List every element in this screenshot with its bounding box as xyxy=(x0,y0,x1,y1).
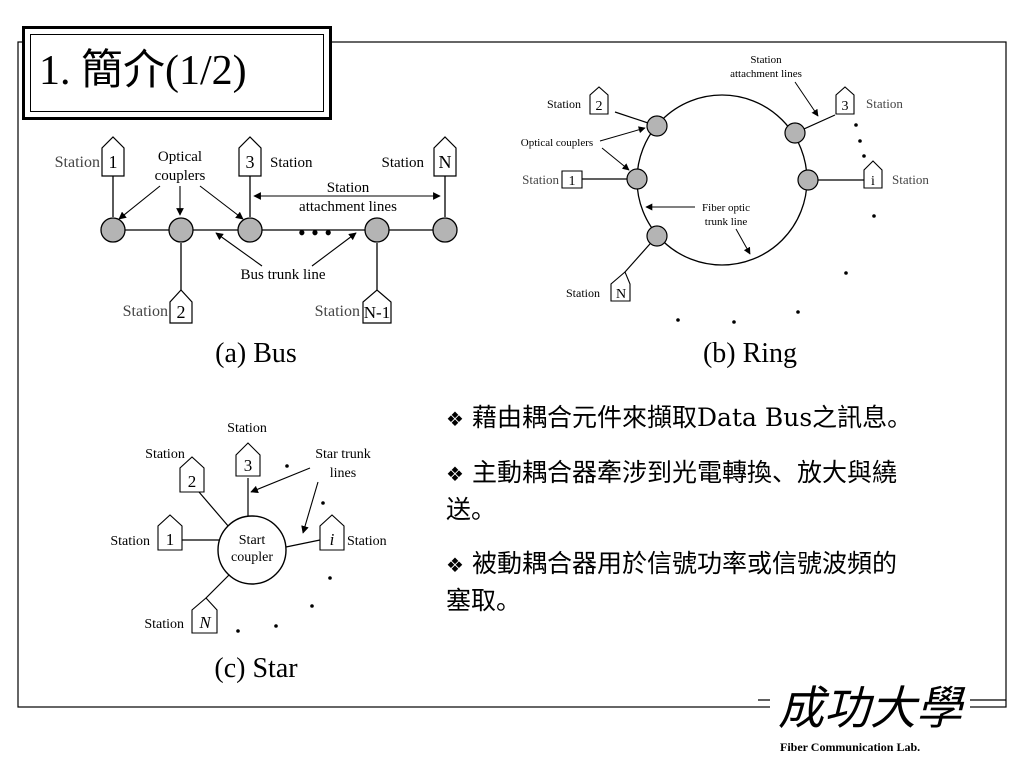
star-tag-label-2: 2 xyxy=(188,472,197,491)
ring-coupler-3 xyxy=(784,122,806,144)
star-station-word-2: Station xyxy=(145,447,185,462)
bus-station-word-2: Station xyxy=(123,303,168,320)
bus-trunk-label: Bus trunk line xyxy=(241,267,326,283)
ring-ellipsis-dots xyxy=(676,123,876,324)
ring-station-tag-1 xyxy=(561,170,583,189)
slide-frame xyxy=(17,41,1007,708)
star-station-word-n: Station xyxy=(144,617,184,632)
ring-station-tag-3 xyxy=(835,86,855,115)
title-inner-border xyxy=(30,34,324,112)
bus-coupler-n1 xyxy=(364,217,390,243)
star-station-tag-i xyxy=(319,514,345,551)
ring-tag-label-3: 3 xyxy=(842,99,849,114)
bus-coupler-n xyxy=(432,217,458,243)
bus-tag-label-n: N xyxy=(439,152,452,172)
bus-station-tag-2 xyxy=(169,289,193,324)
bus-station-tag-n xyxy=(433,136,457,177)
star-tag-label-3: 3 xyxy=(244,456,253,475)
bus-station-word-n: Station xyxy=(381,155,424,171)
ring-attach-label-2: attachment lines xyxy=(730,68,802,80)
ring-tag-label-n: N xyxy=(616,287,626,302)
ring-fiber-label-2: trunk line xyxy=(705,216,748,228)
ring-tag-label-i: i xyxy=(871,174,875,189)
ring-optical-label: Optical couplers xyxy=(521,137,593,149)
title-box: 1. 簡介(1/2) xyxy=(22,26,332,120)
bus-diagram: 1 3 N 2 N-1 Station Station Station Stat… xyxy=(55,136,458,369)
bus-tag-label-n1: N-1 xyxy=(364,303,390,322)
star-caption: (c) Star xyxy=(214,653,298,684)
bullet-list: ❖藉由耦合元件來擷取Data Bus之訊息。 ❖主動耦合器牽涉到光電轉換、放大與… xyxy=(446,400,916,637)
star-station-word-1: Station xyxy=(110,534,150,549)
bus-station-word-3: Station xyxy=(270,155,313,171)
bullet-text-1: 藉由耦合元件來擷取Data Bus之訊息。 xyxy=(472,403,913,432)
bus-coupler-3 xyxy=(237,217,263,243)
ring-coupler-1 xyxy=(626,168,648,190)
star-tag-label-n: N xyxy=(198,613,212,632)
ring-tag-label-1: 1 xyxy=(569,174,576,189)
star-diagram: Start coupler 3 2 1 i N Station Station … xyxy=(110,421,386,684)
ring-station-word-1: Station xyxy=(522,172,559,187)
star-coupler-label-1: Start xyxy=(239,533,266,548)
star-station-word-3: Station xyxy=(227,421,267,436)
star-station-tag-n xyxy=(191,597,218,634)
bus-caption: (a) Bus xyxy=(215,338,297,369)
bus-station-tag-1 xyxy=(101,136,125,177)
bus-tag-label-3: 3 xyxy=(246,152,255,172)
ring-attach-label-1: Station xyxy=(750,54,782,66)
star-station-tag-3 xyxy=(235,442,261,477)
bus-tag-label-2: 2 xyxy=(177,302,186,322)
star-ellipsis-dots xyxy=(236,464,332,633)
bus-optical-label-2: couplers xyxy=(155,168,206,184)
ring-station-tag-n xyxy=(610,271,631,302)
ring-station-tag-i xyxy=(863,160,883,189)
star-station-tag-1 xyxy=(157,514,183,551)
bus-ellipsis: • • • xyxy=(298,220,332,245)
star-station-word-i: Station xyxy=(347,534,387,549)
ring-station-word-3: Station xyxy=(866,96,903,111)
university-logo: 成功大學 xyxy=(758,668,1006,735)
bullet-item-3: ❖被動耦合器用於信號功率或信號波頻的塞取。 xyxy=(446,546,916,619)
diamond-bullet-icon: ❖ xyxy=(446,407,464,431)
bullet-item-2: ❖主動耦合器牽涉到光電轉換、放大與繞送。 xyxy=(446,455,916,528)
ring-station-tag-2 xyxy=(589,86,609,115)
page-title: 1. 簡介(1/2) xyxy=(39,48,247,94)
ring-caption: (b) Ring xyxy=(703,338,797,369)
bus-station-word-1: Station xyxy=(55,154,100,171)
star-station-tag-2 xyxy=(179,456,205,493)
ring-fiber-label-1: Fiber optic xyxy=(702,202,750,214)
star-tag-label-1: 1 xyxy=(166,530,175,549)
bus-station-word-n1: Station xyxy=(315,303,360,320)
bus-station-tag-n1 xyxy=(362,289,392,324)
star-trunk-label-1: Star trunk xyxy=(315,447,371,462)
diamond-bullet-icon: ❖ xyxy=(446,462,464,486)
bullet-text-3: 被動耦合器用於信號功率或信號波頻的塞取。 xyxy=(446,549,898,615)
bus-optical-label-1: Optical xyxy=(158,149,202,165)
ring-station-word-n: Station xyxy=(566,286,600,300)
ring-coupler-2 xyxy=(646,115,668,137)
lab-name: Fiber Communication Lab. xyxy=(780,740,921,754)
ring-station-word-2: Station xyxy=(547,97,581,111)
ring-diagram: 2 1 3 i N Station Station Station Statio… xyxy=(521,54,930,369)
logo-calligraphy: 成功大學 xyxy=(778,681,966,735)
bus-station-tag-3 xyxy=(238,136,262,177)
bus-tag-label-1: 1 xyxy=(109,152,118,172)
bullet-item-1: ❖ 藉由耦合元件來擷取Data Bus之訊息。 xyxy=(446,400,916,437)
ring-station-word-i: Station xyxy=(892,172,929,187)
diamond-bullet-icon: ❖ xyxy=(446,553,464,577)
ring-tag-label-2: 2 xyxy=(596,99,603,114)
bus-attach-label-1: Station xyxy=(327,180,370,196)
star-coupler xyxy=(217,515,287,585)
bus-coupler-1 xyxy=(100,217,126,243)
star-coupler-label-2: coupler xyxy=(231,550,273,565)
star-tag-label-i: i xyxy=(330,530,335,549)
star-trunk-label-2: lines xyxy=(330,466,356,481)
ring-coupler-i xyxy=(797,169,819,191)
bus-attach-label-2: attachment lines xyxy=(299,199,397,215)
ring-coupler-n xyxy=(646,225,668,247)
bullet-text-2: 主動耦合器牽涉到光電轉換、放大與繞送。 xyxy=(446,458,898,524)
bus-coupler-2 xyxy=(168,217,194,243)
